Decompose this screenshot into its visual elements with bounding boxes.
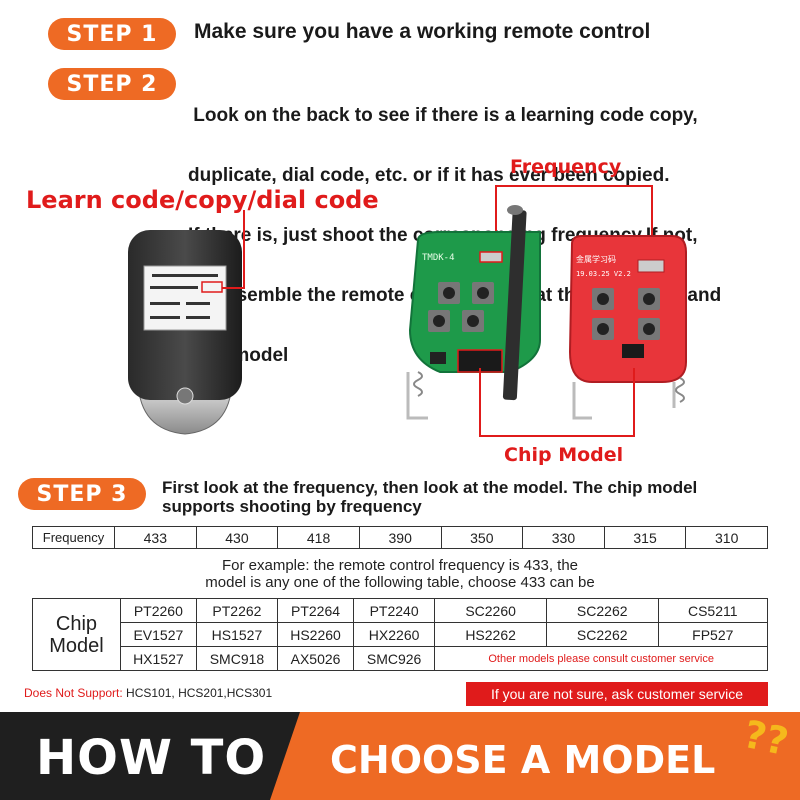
step3-badge: STEP 3 — [18, 478, 146, 510]
frequency-cell: 310 — [685, 526, 768, 549]
question-marks-icon: ?? — [739, 711, 793, 765]
chip-model-callout — [479, 368, 635, 437]
frequency-cell: 315 — [603, 526, 687, 549]
frequency-label: Frequency — [510, 156, 622, 178]
frequency-header-cell: Frequency — [32, 526, 115, 549]
chip-row: HX1527 SMC918 AX5026 SMC926 Other models… — [33, 646, 768, 671]
callout-line — [222, 210, 245, 289]
frequency-callout — [495, 185, 653, 260]
frequency-cell: 350 — [440, 526, 524, 549]
frequency-cell: 330 — [522, 526, 605, 549]
chip-cell: SMC926 — [352, 646, 436, 671]
chip-cell: AX5026 — [277, 646, 354, 671]
red-pcb-image: 金属学习码 19.03.25 V2.2 — [568, 235, 687, 420]
learn-code-label: Learn code/copy/dial code — [26, 186, 379, 214]
chip-cell: SC2260 — [434, 598, 547, 623]
step3-line: supports shooting by frequency — [162, 497, 422, 516]
chip-cell: SC2262 — [545, 598, 659, 623]
chip-cell: HS1527 — [195, 622, 279, 647]
chip-model-table: Chip Model PT2260 PT2262 PT2264 PT2240 S… — [32, 598, 769, 671]
chip-cell: FP527 — [657, 622, 769, 647]
banner-orange-panel — [270, 712, 800, 800]
unsupported-models: Does Not Support: HCS101, HCS201,HCS301 — [24, 686, 272, 700]
chip-cell: HS2260 — [277, 622, 354, 647]
step1-text: Make sure you have a working remote cont… — [194, 20, 651, 43]
chip-header-line: Chip — [55, 612, 98, 635]
frequency-cell: 390 — [358, 526, 442, 549]
service-notice: If you are not sure, ask customer servic… — [466, 682, 768, 706]
remote-control-image — [128, 230, 242, 435]
example-line: For example: the remote control frequenc… — [221, 557, 578, 574]
chip-cell: PT2260 — [120, 598, 197, 623]
unsupported-label: Does Not Support: — [24, 686, 123, 700]
chip-cell: HS2262 — [434, 622, 547, 647]
chip-note-cell: Other models please consult customer ser… — [434, 646, 768, 671]
frequency-cell: 418 — [277, 526, 360, 549]
chip-cell: SMC918 — [195, 646, 279, 671]
chip-header-line: Model — [49, 634, 104, 657]
example-text: For example: the remote control frequenc… — [0, 557, 800, 591]
frequency-row: Frequency 433 430 418 390 350 330 315 31… — [32, 526, 768, 549]
chip-cell: CS5211 — [657, 598, 769, 623]
step2-line: duplicate, dial code, etc. or if it has … — [188, 165, 670, 186]
step2-line: Look on the back to see if there is a le… — [188, 105, 698, 126]
chip-model-header: Chip Model — [32, 598, 121, 671]
example-line: model is any one of the following table,… — [205, 574, 595, 591]
step2-badge: STEP 2 — [48, 68, 176, 100]
step3-line: First look at the frequency, then look a… — [162, 478, 698, 497]
chip-row: Chip Model PT2260 PT2262 PT2264 PT2240 S… — [32, 598, 769, 671]
chip-cell: SC2262 — [545, 622, 659, 647]
chip-model-label: Chip Model — [504, 444, 624, 466]
chip-cell: PT2262 — [195, 598, 279, 623]
banner-dark-panel — [0, 712, 330, 800]
red-board-text: 金属学习码 — [576, 254, 616, 264]
frequency-table: Frequency 433 430 418 390 350 330 315 31… — [32, 526, 768, 549]
chip-cell: HX1527 — [120, 646, 197, 671]
chip-cell: EV1527 — [120, 622, 197, 647]
chip-row: EV1527 HS1527 HS2260 HX2260 HS2262 SC226… — [33, 622, 769, 647]
frequency-cell: 430 — [195, 526, 279, 549]
banner-how-to: HOW TO — [36, 730, 267, 786]
bottom-banner: HOW TO CHOOSE A MODEL ?? — [0, 712, 800, 800]
green-board-text: TMDK-4 — [422, 253, 455, 263]
green-pcb-image: TMDK-4 — [406, 205, 541, 420]
step1-badge: STEP 1 — [48, 18, 176, 50]
red-board-date: 19.03.25 V2.2 — [576, 270, 631, 278]
frequency-cell: 433 — [114, 526, 197, 549]
chip-cell: PT2240 — [352, 598, 436, 623]
chip-cell: PT2264 — [277, 598, 354, 623]
unsupported-list: HCS101, HCS201,HCS301 — [122, 686, 273, 700]
step3-text: First look at the frequency, then look a… — [162, 478, 697, 516]
chip-cell: HX2260 — [352, 622, 436, 647]
banner-choose-model: CHOOSE A MODEL — [330, 738, 716, 782]
